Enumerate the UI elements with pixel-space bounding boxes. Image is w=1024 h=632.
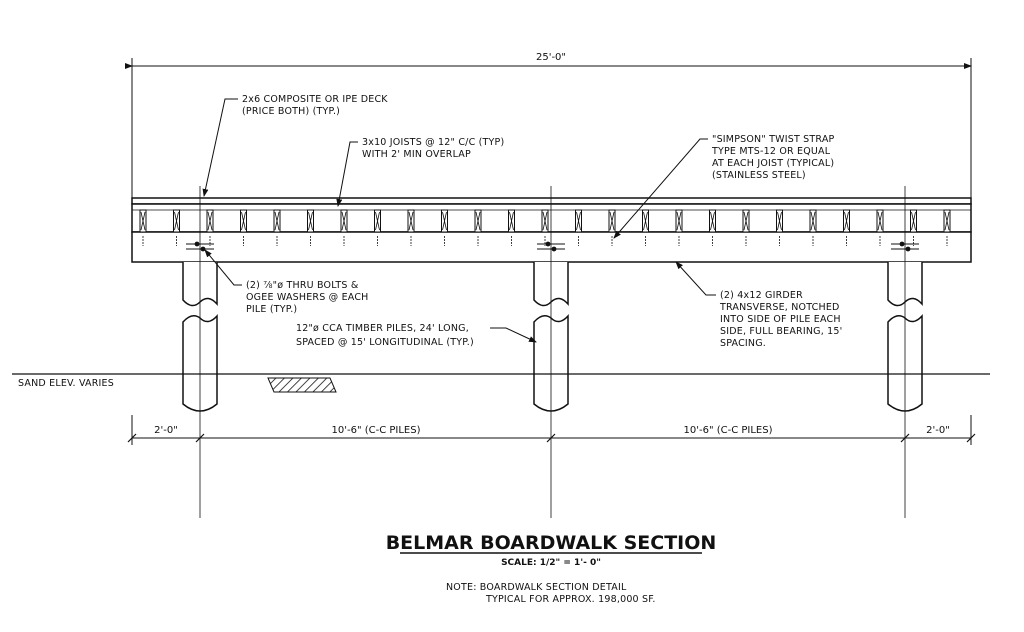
pile bbox=[887, 186, 923, 518]
overall-dimension: 25'-0" bbox=[125, 52, 972, 200]
girder bbox=[131, 231, 972, 263]
callout-girder: (2) 4x12 GIRDER TRANSVERSE, NOTCHED INTO… bbox=[675, 261, 842, 349]
joist bbox=[575, 209, 582, 246]
callout-thru-bolts: (2) ⅞"ø THRU BOLTS & OGEE WASHERS @ EACH… bbox=[204, 249, 369, 315]
bolts-label-line3: PILE (TYP.) bbox=[246, 304, 297, 315]
pile bbox=[182, 186, 218, 518]
note-line2: TYPICAL FOR APPROX. 198,000 SF. bbox=[485, 594, 656, 605]
bolts-label-line2: OGEE WASHERS @ EACH bbox=[246, 292, 369, 303]
bolt-symbol bbox=[891, 241, 919, 252]
piles-label-line1: 12"ø CCA TIMBER PILES, 24' LONG, bbox=[296, 323, 469, 334]
right-span-dim: 10'-6" (C-C PILES) bbox=[684, 425, 773, 436]
joist bbox=[843, 209, 850, 246]
joist bbox=[675, 209, 683, 246]
joist bbox=[307, 209, 314, 246]
deck-label-line1: 2x6 COMPOSITE OR IPE DECK bbox=[242, 94, 388, 105]
drawing-scale: SCALE: 1/2" = 1'- 0" bbox=[501, 558, 601, 568]
drawing-title: BELMAR BOARDWALK SECTION bbox=[386, 532, 717, 554]
joist bbox=[742, 209, 750, 246]
strap-label-line3: AT EACH JOIST (TYPICAL) bbox=[712, 158, 834, 169]
timber-piles bbox=[182, 186, 923, 518]
girder-label-line1: (2) 4x12 GIRDER bbox=[720, 290, 803, 301]
thru-bolts bbox=[186, 241, 919, 252]
bolt-symbol bbox=[186, 241, 214, 252]
joist bbox=[374, 209, 381, 246]
joist-row bbox=[139, 209, 951, 246]
joist bbox=[776, 209, 783, 246]
joist bbox=[809, 209, 817, 246]
girder-label-line2: TRANSVERSE, NOTCHED bbox=[719, 302, 840, 313]
overall-dimension-text: 25'-0" bbox=[536, 52, 566, 63]
dimension-tick bbox=[966, 433, 976, 443]
bolts-label-line1: (2) ⅞"ø THRU BOLTS & bbox=[246, 280, 359, 291]
deck bbox=[131, 197, 972, 263]
pile-spacing-dimensions: 2'-0" 10'-6" (C-C PILES) 10'-6" (C-C PIL… bbox=[127, 415, 976, 445]
sand-elevation: SAND ELEV. VARIES bbox=[12, 373, 990, 393]
left-overhang-dim: 2'-0" bbox=[154, 425, 178, 436]
dimension-tick bbox=[900, 433, 910, 443]
joist bbox=[608, 209, 616, 246]
callout-twist-strap: "SIMPSON" TWIST STRAP TYPE MTS-12 OR EQU… bbox=[613, 134, 835, 239]
strap-label-line4: (STAINLESS STEEL) bbox=[712, 170, 806, 181]
girder-label-line4: SIDE, FULL BEARING, 15' bbox=[720, 326, 842, 337]
callout-joists: 3x10 JOISTS @ 12" C/C (TYP) WITH 2' MIN … bbox=[336, 137, 504, 207]
joist bbox=[642, 209, 649, 246]
left-span-dim: 10'-6" (C-C PILES) bbox=[332, 425, 421, 436]
piles-label-line2: SPACED @ 15' LONGITUDINAL (TYP.) bbox=[296, 337, 474, 348]
joist bbox=[474, 209, 482, 246]
joists-label-line1: 3x10 JOISTS @ 12" C/C (TYP) bbox=[362, 137, 504, 148]
strap-label-line2: TYPE MTS-12 OR EQUAL bbox=[711, 146, 831, 157]
girder-label-line5: SPACING. bbox=[720, 338, 766, 349]
joist bbox=[910, 209, 917, 246]
soil-hatch bbox=[267, 377, 337, 393]
joist bbox=[139, 209, 147, 246]
joist bbox=[340, 209, 348, 246]
dimension-tick bbox=[195, 433, 205, 443]
girder-label-line3: INTO SIDE OF PILE EACH bbox=[720, 314, 841, 325]
bolt-symbol bbox=[537, 241, 565, 252]
sand-elevation-text: SAND ELEV. VARIES bbox=[18, 378, 114, 389]
title-block: BELMAR BOARDWALK SECTION SCALE: 1/2" = 1… bbox=[386, 532, 717, 605]
pile bbox=[533, 186, 569, 518]
joist bbox=[407, 209, 415, 246]
joist bbox=[206, 209, 214, 246]
joist bbox=[273, 209, 281, 246]
strap-label-line1: "SIMPSON" TWIST STRAP bbox=[712, 134, 835, 145]
right-overhang-dim: 2'-0" bbox=[926, 425, 950, 436]
joists-label-line2: WITH 2' MIN OVERLAP bbox=[362, 149, 471, 160]
callout-deck: 2x6 COMPOSITE OR IPE DECK (PRICE BOTH) (… bbox=[202, 94, 388, 197]
joist bbox=[441, 209, 448, 246]
joist bbox=[240, 209, 247, 246]
dimension-tick bbox=[546, 433, 556, 443]
joist bbox=[943, 209, 951, 246]
joist bbox=[876, 209, 884, 246]
joist bbox=[709, 209, 716, 246]
joist bbox=[541, 209, 549, 246]
note-line1: NOTE: BOARDWALK SECTION DETAIL bbox=[446, 582, 627, 593]
deck-label-line2: (PRICE BOTH) (TYP.) bbox=[242, 106, 340, 117]
joist bbox=[508, 209, 515, 246]
dimension-tick bbox=[127, 433, 137, 443]
joist bbox=[173, 209, 180, 246]
callout-timber-piles: 12"ø CCA TIMBER PILES, 24' LONG, SPACED … bbox=[296, 323, 537, 348]
